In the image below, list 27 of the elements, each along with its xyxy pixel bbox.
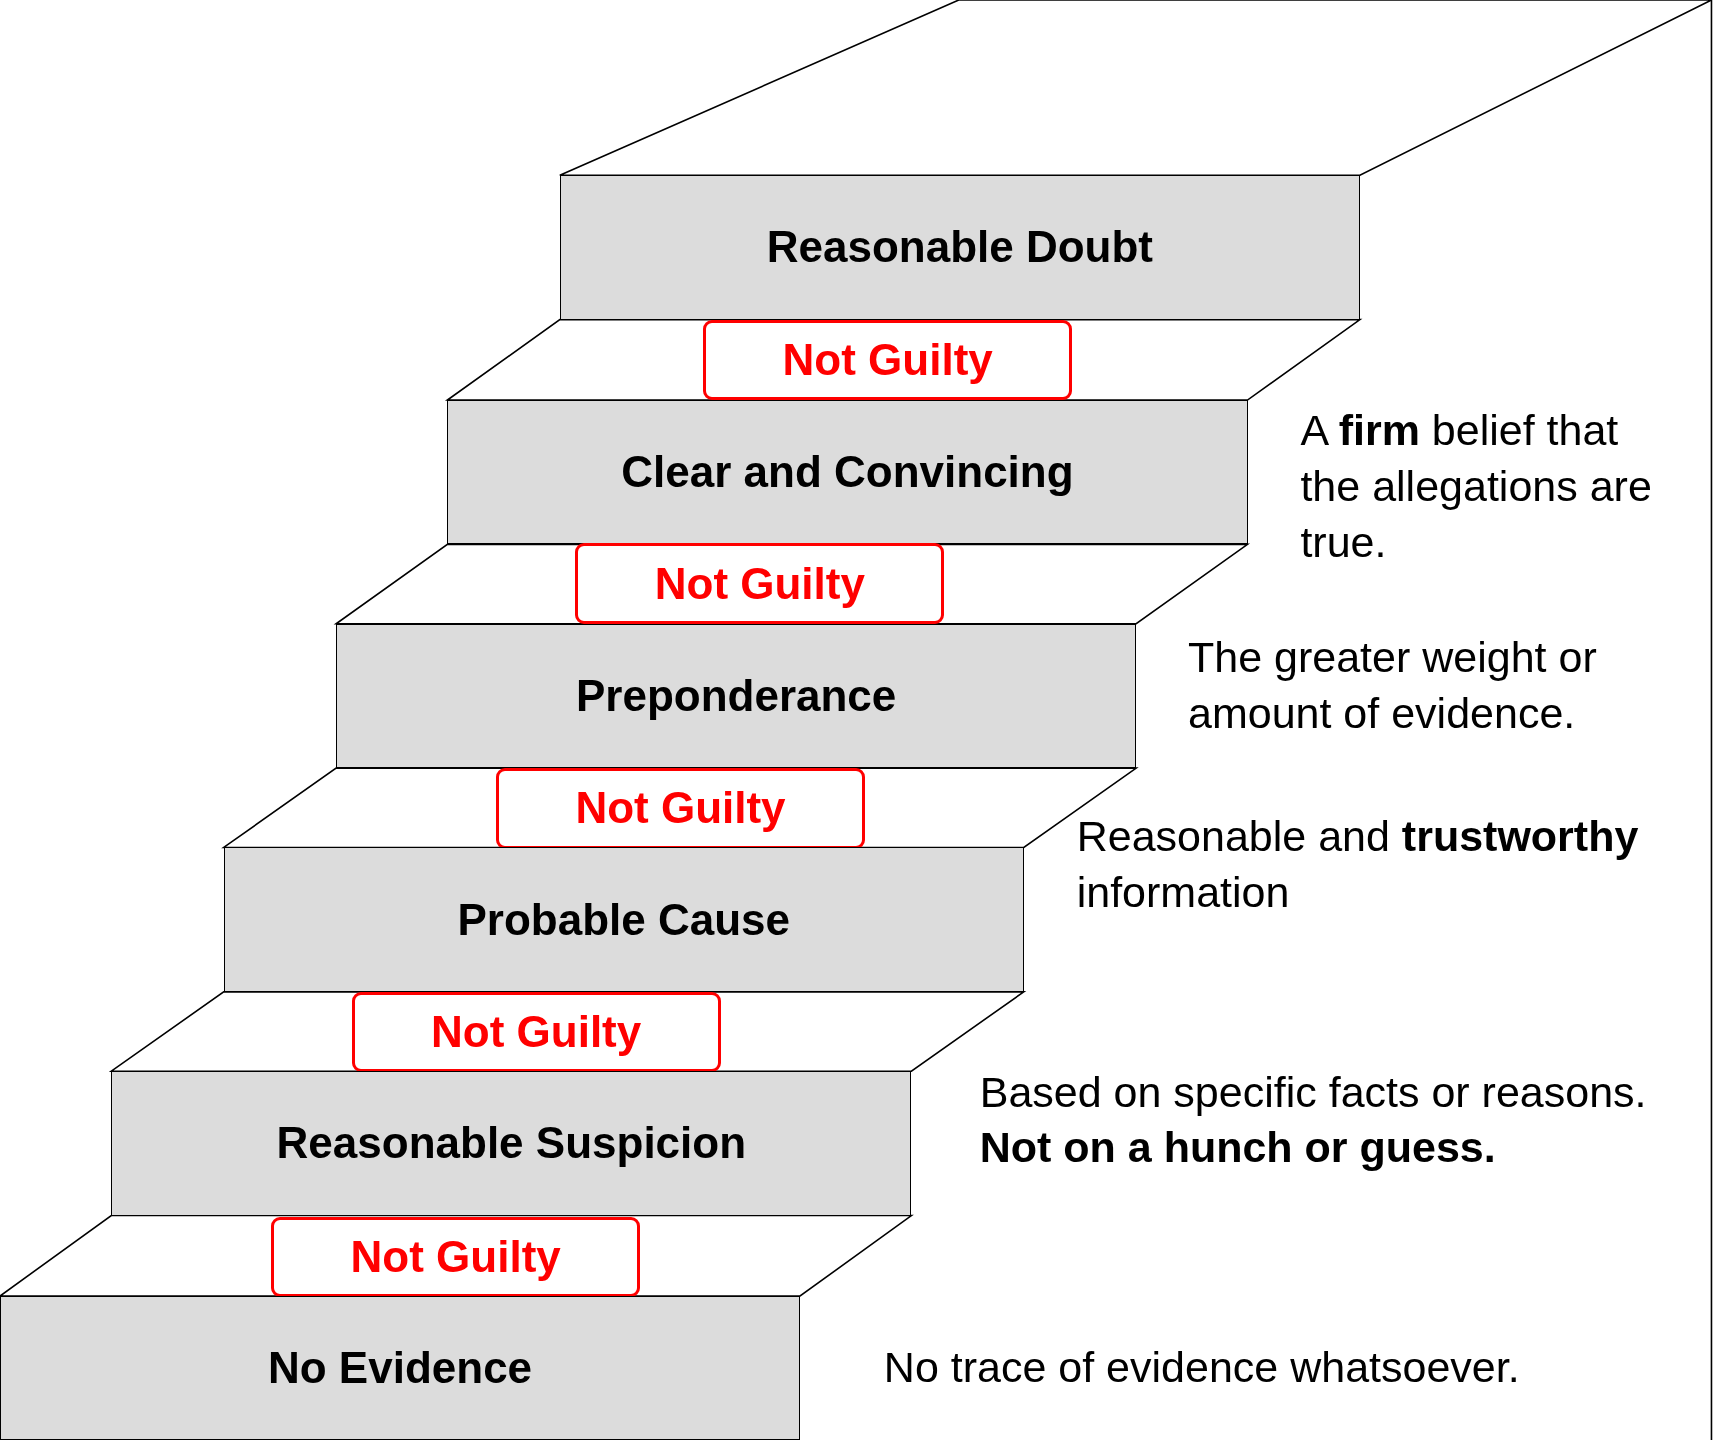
stair-step xyxy=(0,1296,801,1440)
description-text: Based on specific facts or reasons. Not on a hunch or guess. xyxy=(979,1066,1648,1174)
verdict-label: Not Guilty xyxy=(431,1007,642,1058)
description-text: A firm belief that the allegations are true. xyxy=(1300,405,1653,569)
verdict-box xyxy=(703,319,1073,400)
stair-step xyxy=(559,175,1360,320)
verdict-label: Not Guilty xyxy=(654,558,865,609)
step-label: Probable Cause xyxy=(457,894,790,945)
stair-step xyxy=(447,400,1248,545)
verdict-box xyxy=(351,991,721,1073)
verdict-label: Not Guilty xyxy=(350,1231,561,1282)
step-label: No Evidence xyxy=(268,1343,533,1394)
verdict-box xyxy=(575,543,945,624)
verdict-label: Not Guilty xyxy=(575,783,786,834)
step-label: Preponderance xyxy=(575,670,897,721)
stair-step xyxy=(223,847,1024,992)
step-label: Reasonable Suspicion xyxy=(276,1118,747,1169)
step-label: Clear and Convincing xyxy=(621,447,1074,498)
description-text: Reasonable and trustworthy information xyxy=(1076,810,1640,918)
step-label: Reasonable Doubt xyxy=(766,222,1153,273)
stair-step xyxy=(111,1071,912,1216)
description-text: No trace of evidence whatsoever. xyxy=(883,1342,1521,1394)
description-text: The greater weight or amount of evidence. xyxy=(1188,632,1598,740)
stair-step xyxy=(336,623,1137,769)
verdict-box xyxy=(271,1216,641,1298)
verdict-box xyxy=(495,768,866,849)
verdict-label: Not Guilty xyxy=(782,334,993,385)
